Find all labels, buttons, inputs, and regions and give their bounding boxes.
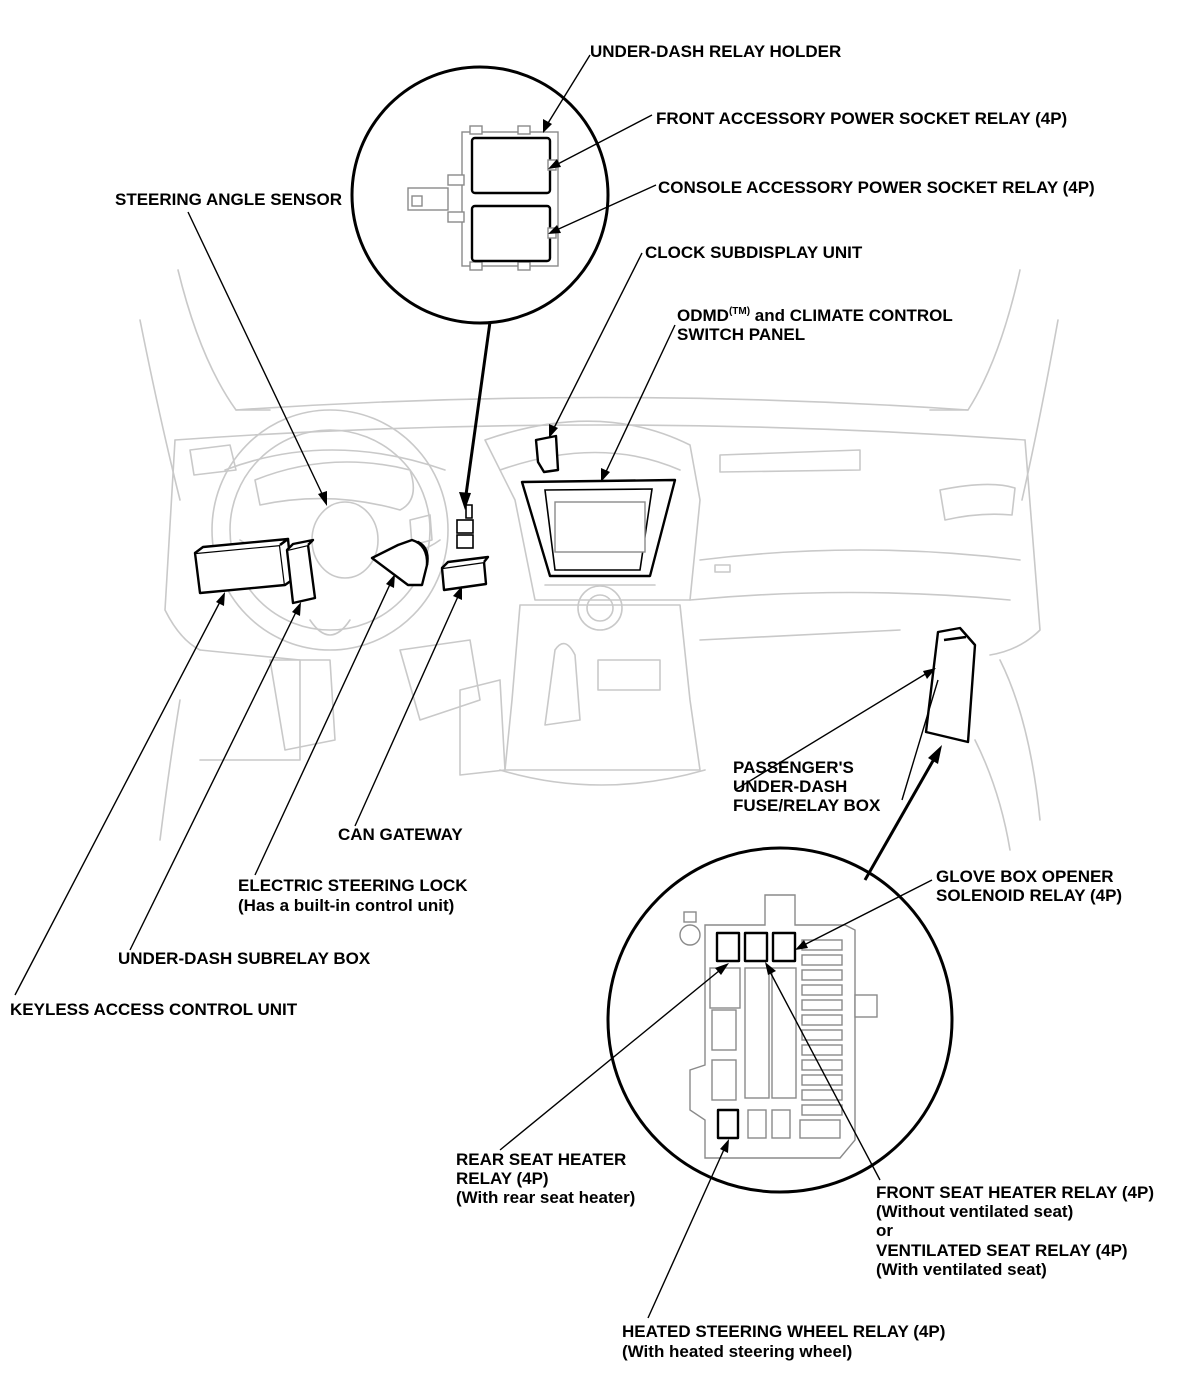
label-front-seat-line4: VENTILATED SEAT RELAY (4P) (876, 1241, 1128, 1260)
label-console-accessory-power-socket-relay: CONSOLE ACCESSORY POWER SOCKET RELAY (4P… (658, 178, 1095, 197)
label-front-seat-line5: (With ventilated seat) (876, 1260, 1047, 1279)
label-keyless-access-control-unit: KEYLESS ACCESS CONTROL UNIT (10, 1000, 298, 1019)
label-odmd-line2: SWITCH PANEL (677, 325, 805, 344)
label-heated-wheel-line2: (With heated steering wheel) (622, 1342, 852, 1361)
label-front-seat-line1: FRONT SEAT HEATER RELAY (4P) (876, 1183, 1154, 1202)
label-under-dash-relay-holder: UNDER-DASH RELAY HOLDER (590, 42, 841, 61)
fuse-box-detail-circle (606, 846, 954, 1194)
label-front-seat-line2: (Without ventilated seat) (876, 1202, 1073, 1221)
odmd-suffix: and CLIMATE CONTROL (750, 306, 953, 325)
label-passenger-box-line2: UNDER-DASH (733, 777, 847, 796)
label-passenger-box-line1: PASSENGER'S (733, 758, 854, 777)
console-accessory-relay-shape (470, 204, 552, 263)
under-dash-relay-holder-shape (456, 504, 474, 549)
clock-subdisplay-unit-shape (534, 434, 560, 474)
front-seat-heater-relay-shape (743, 931, 769, 963)
label-front-seat-line3: or (876, 1221, 893, 1240)
label-steering-angle-sensor: STEERING ANGLE SENSOR (115, 190, 342, 209)
keyless-access-control-unit-shape (193, 537, 294, 595)
front-accessory-relay-shape (470, 136, 552, 195)
under-dash-subrelay-box-shape (285, 538, 317, 605)
heated-steering-wheel-relay-shape (716, 1108, 740, 1140)
relay-holder-detail-circle (350, 65, 610, 325)
label-passenger-box-line3: FUSE/RELAY BOX (733, 796, 881, 815)
passenger-fuse-relay-box-shape (924, 626, 977, 744)
label-clock-subdisplay-unit: CLOCK SUBDISPLAY UNIT (645, 243, 863, 262)
label-electric-steering-lock-line1: ELECTRIC STEERING LOCK (238, 876, 468, 895)
label-electric-steering-lock-line2: (Has a built-in control unit) (238, 896, 454, 915)
label-odmd-line1: ODMD(TM) and CLIMATE CONTROL (677, 306, 953, 325)
can-gateway-shape (440, 555, 490, 592)
fuse-slots (801, 939, 843, 1116)
electric-steering-lock-shape (370, 538, 429, 587)
labels: UNDER-DASH RELAY HOLDER FRONT ACCESSORY … (10, 42, 1154, 1361)
label-front-accessory-power-socket-relay: FRONT ACCESSORY POWER SOCKET RELAY (4P) (656, 109, 1067, 128)
label-glove-box-line2: SOLENOID RELAY (4P) (936, 886, 1122, 905)
glove-box-relay-shape (771, 931, 797, 963)
leader-lines (14, 54, 942, 1319)
odmd-climate-panel-shape (520, 478, 677, 578)
odmd-superscript: (TM) (729, 306, 750, 317)
label-can-gateway: CAN GATEWAY (338, 825, 463, 844)
rear-seat-heater-relay-shape (715, 931, 741, 963)
label-rear-seat-line3: (With rear seat heater) (456, 1188, 635, 1207)
label-heated-wheel-line1: HEATED STEERING WHEEL RELAY (4P) (622, 1322, 945, 1341)
label-rear-seat-line2: RELAY (4P) (456, 1169, 549, 1188)
odmd-prefix: ODMD (677, 306, 729, 325)
label-under-dash-subrelay-box: UNDER-DASH SUBRELAY BOX (118, 949, 371, 968)
label-glove-box-line1: GLOVE BOX OPENER (936, 867, 1114, 886)
label-rear-seat-line1: REAR SEAT HEATER (456, 1150, 626, 1169)
